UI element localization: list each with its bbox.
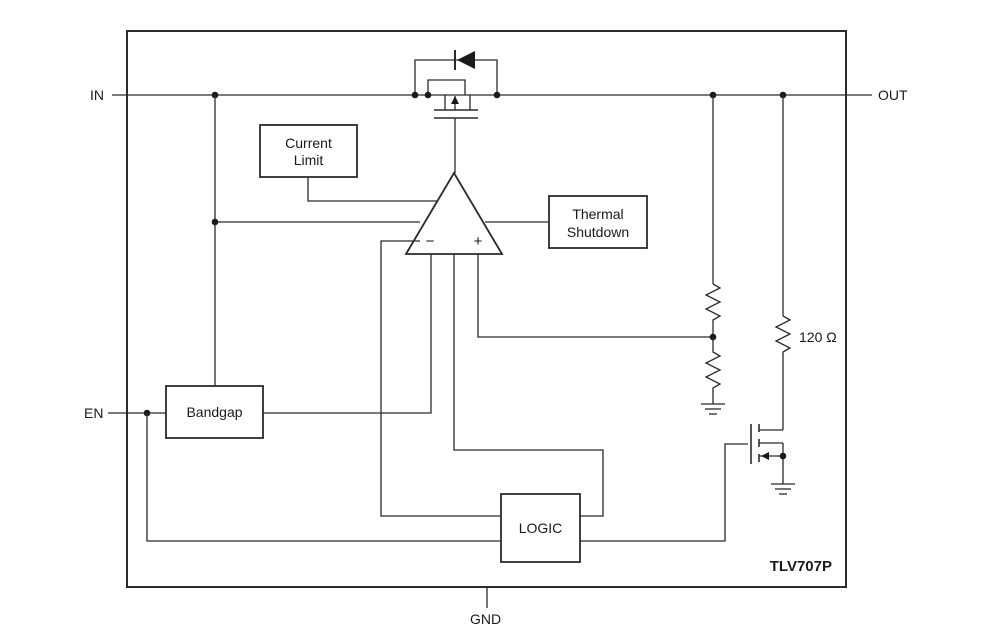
svg-text:Bandgap: Bandgap bbox=[186, 404, 242, 420]
pin-out-label: OUT bbox=[878, 87, 908, 103]
junction-dot bbox=[411, 91, 419, 99]
feedback-divider bbox=[701, 95, 725, 415]
svg-text:Thermal: Thermal bbox=[572, 206, 623, 222]
pin-en-label: EN bbox=[84, 405, 103, 421]
junction-dot bbox=[493, 91, 501, 99]
svg-text:LOGIC: LOGIC bbox=[519, 520, 563, 536]
bandgap-block: Bandgap bbox=[165, 385, 264, 439]
pass-transistor bbox=[414, 50, 498, 173]
pin-gnd-label: GND bbox=[470, 611, 501, 627]
svg-text:Shutdown: Shutdown bbox=[567, 224, 629, 240]
current-limit-block: Current Limit bbox=[259, 124, 358, 178]
discharge-transistor bbox=[750, 424, 795, 495]
chip-outline bbox=[126, 30, 847, 588]
svg-text:Limit: Limit bbox=[294, 152, 324, 168]
logic-block: LOGIC bbox=[500, 493, 581, 563]
error-amplifier: − + bbox=[404, 171, 504, 255]
junction-dot bbox=[211, 218, 219, 226]
pin-in-label: IN bbox=[90, 87, 104, 103]
part-number: TLV707P bbox=[770, 558, 832, 575]
svg-text:Current: Current bbox=[285, 135, 332, 151]
amp-plus-label: + bbox=[474, 233, 483, 250]
resistor-value-label: 120 Ω bbox=[799, 329, 837, 345]
amp-minus-label: − bbox=[426, 233, 435, 250]
discharge-resistor bbox=[774, 95, 792, 430]
junction-dot bbox=[424, 91, 432, 99]
thermal-shutdown-block: Thermal Shutdown bbox=[548, 195, 648, 249]
